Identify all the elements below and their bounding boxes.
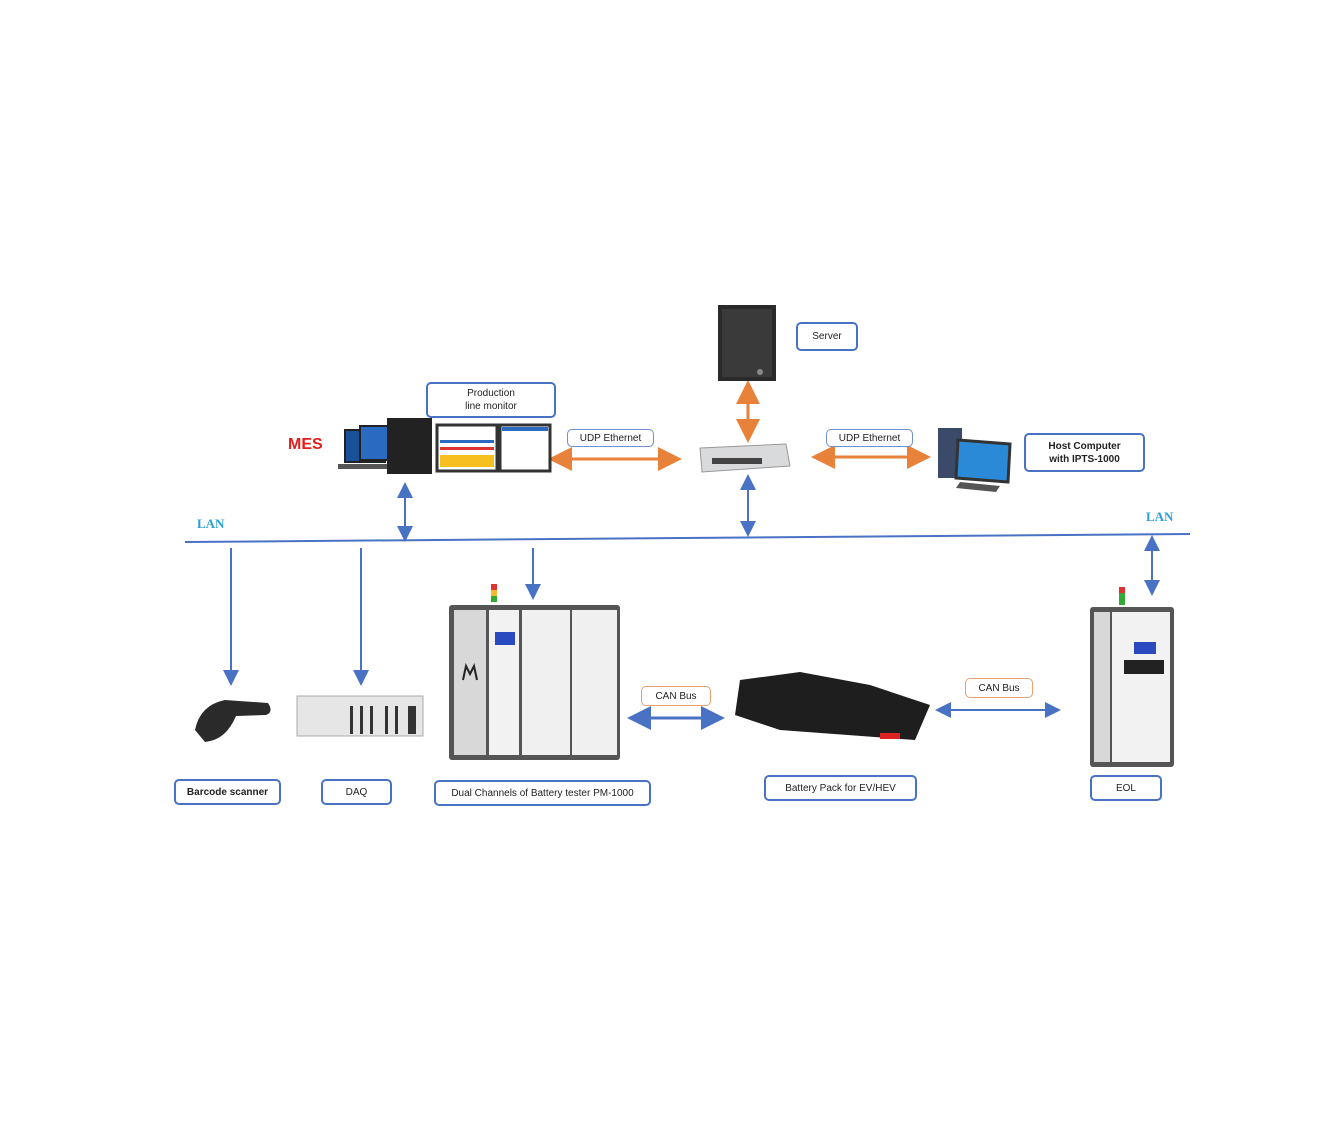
host-computer-line1: Host Computer [1048, 440, 1121, 452]
udp-ethernet-left-label: UDP Ethernet [567, 429, 654, 447]
eol-label: EOL [1090, 775, 1162, 801]
battery-pack-label: Battery Pack for EV/HEV [764, 775, 917, 801]
daq-label: DAQ [321, 779, 392, 805]
udp-ethernet-right-label: UDP Ethernet [826, 429, 913, 447]
production-monitor-screens-icon [435, 423, 552, 473]
lan-left-label: LAN [197, 516, 225, 531]
lan-right-label: LAN [1146, 509, 1174, 524]
mes-label: MES [288, 436, 323, 453]
barcode-scanner-icon [195, 700, 271, 742]
can-bus-left-label: CAN Bus [641, 686, 711, 706]
host-computer-label: Host Computer with IPTS-1000 [1024, 433, 1145, 472]
host-computer-icon [938, 428, 1012, 492]
network-switch-icon [699, 443, 791, 473]
eol-cabinet-icon [1090, 587, 1174, 767]
lan-bus-line [184, 533, 1191, 543]
battery-tester-icon [449, 584, 620, 760]
server-icon [718, 305, 776, 381]
battery-tester-label: Dual Channels of Battery tester PM-1000 [434, 780, 651, 806]
battery-pack-icon [735, 672, 930, 740]
barcode-scanner-label: Barcode scanner [174, 779, 281, 805]
can-bus-right-label: CAN Bus [965, 678, 1033, 698]
daq-icon [296, 695, 424, 737]
production-monitor-label: Production line monitor [426, 382, 556, 418]
mes-computer-icon [338, 418, 432, 474]
host-computer-line2: with IPTS-1000 [1049, 453, 1120, 465]
server-label: Server [796, 322, 858, 351]
